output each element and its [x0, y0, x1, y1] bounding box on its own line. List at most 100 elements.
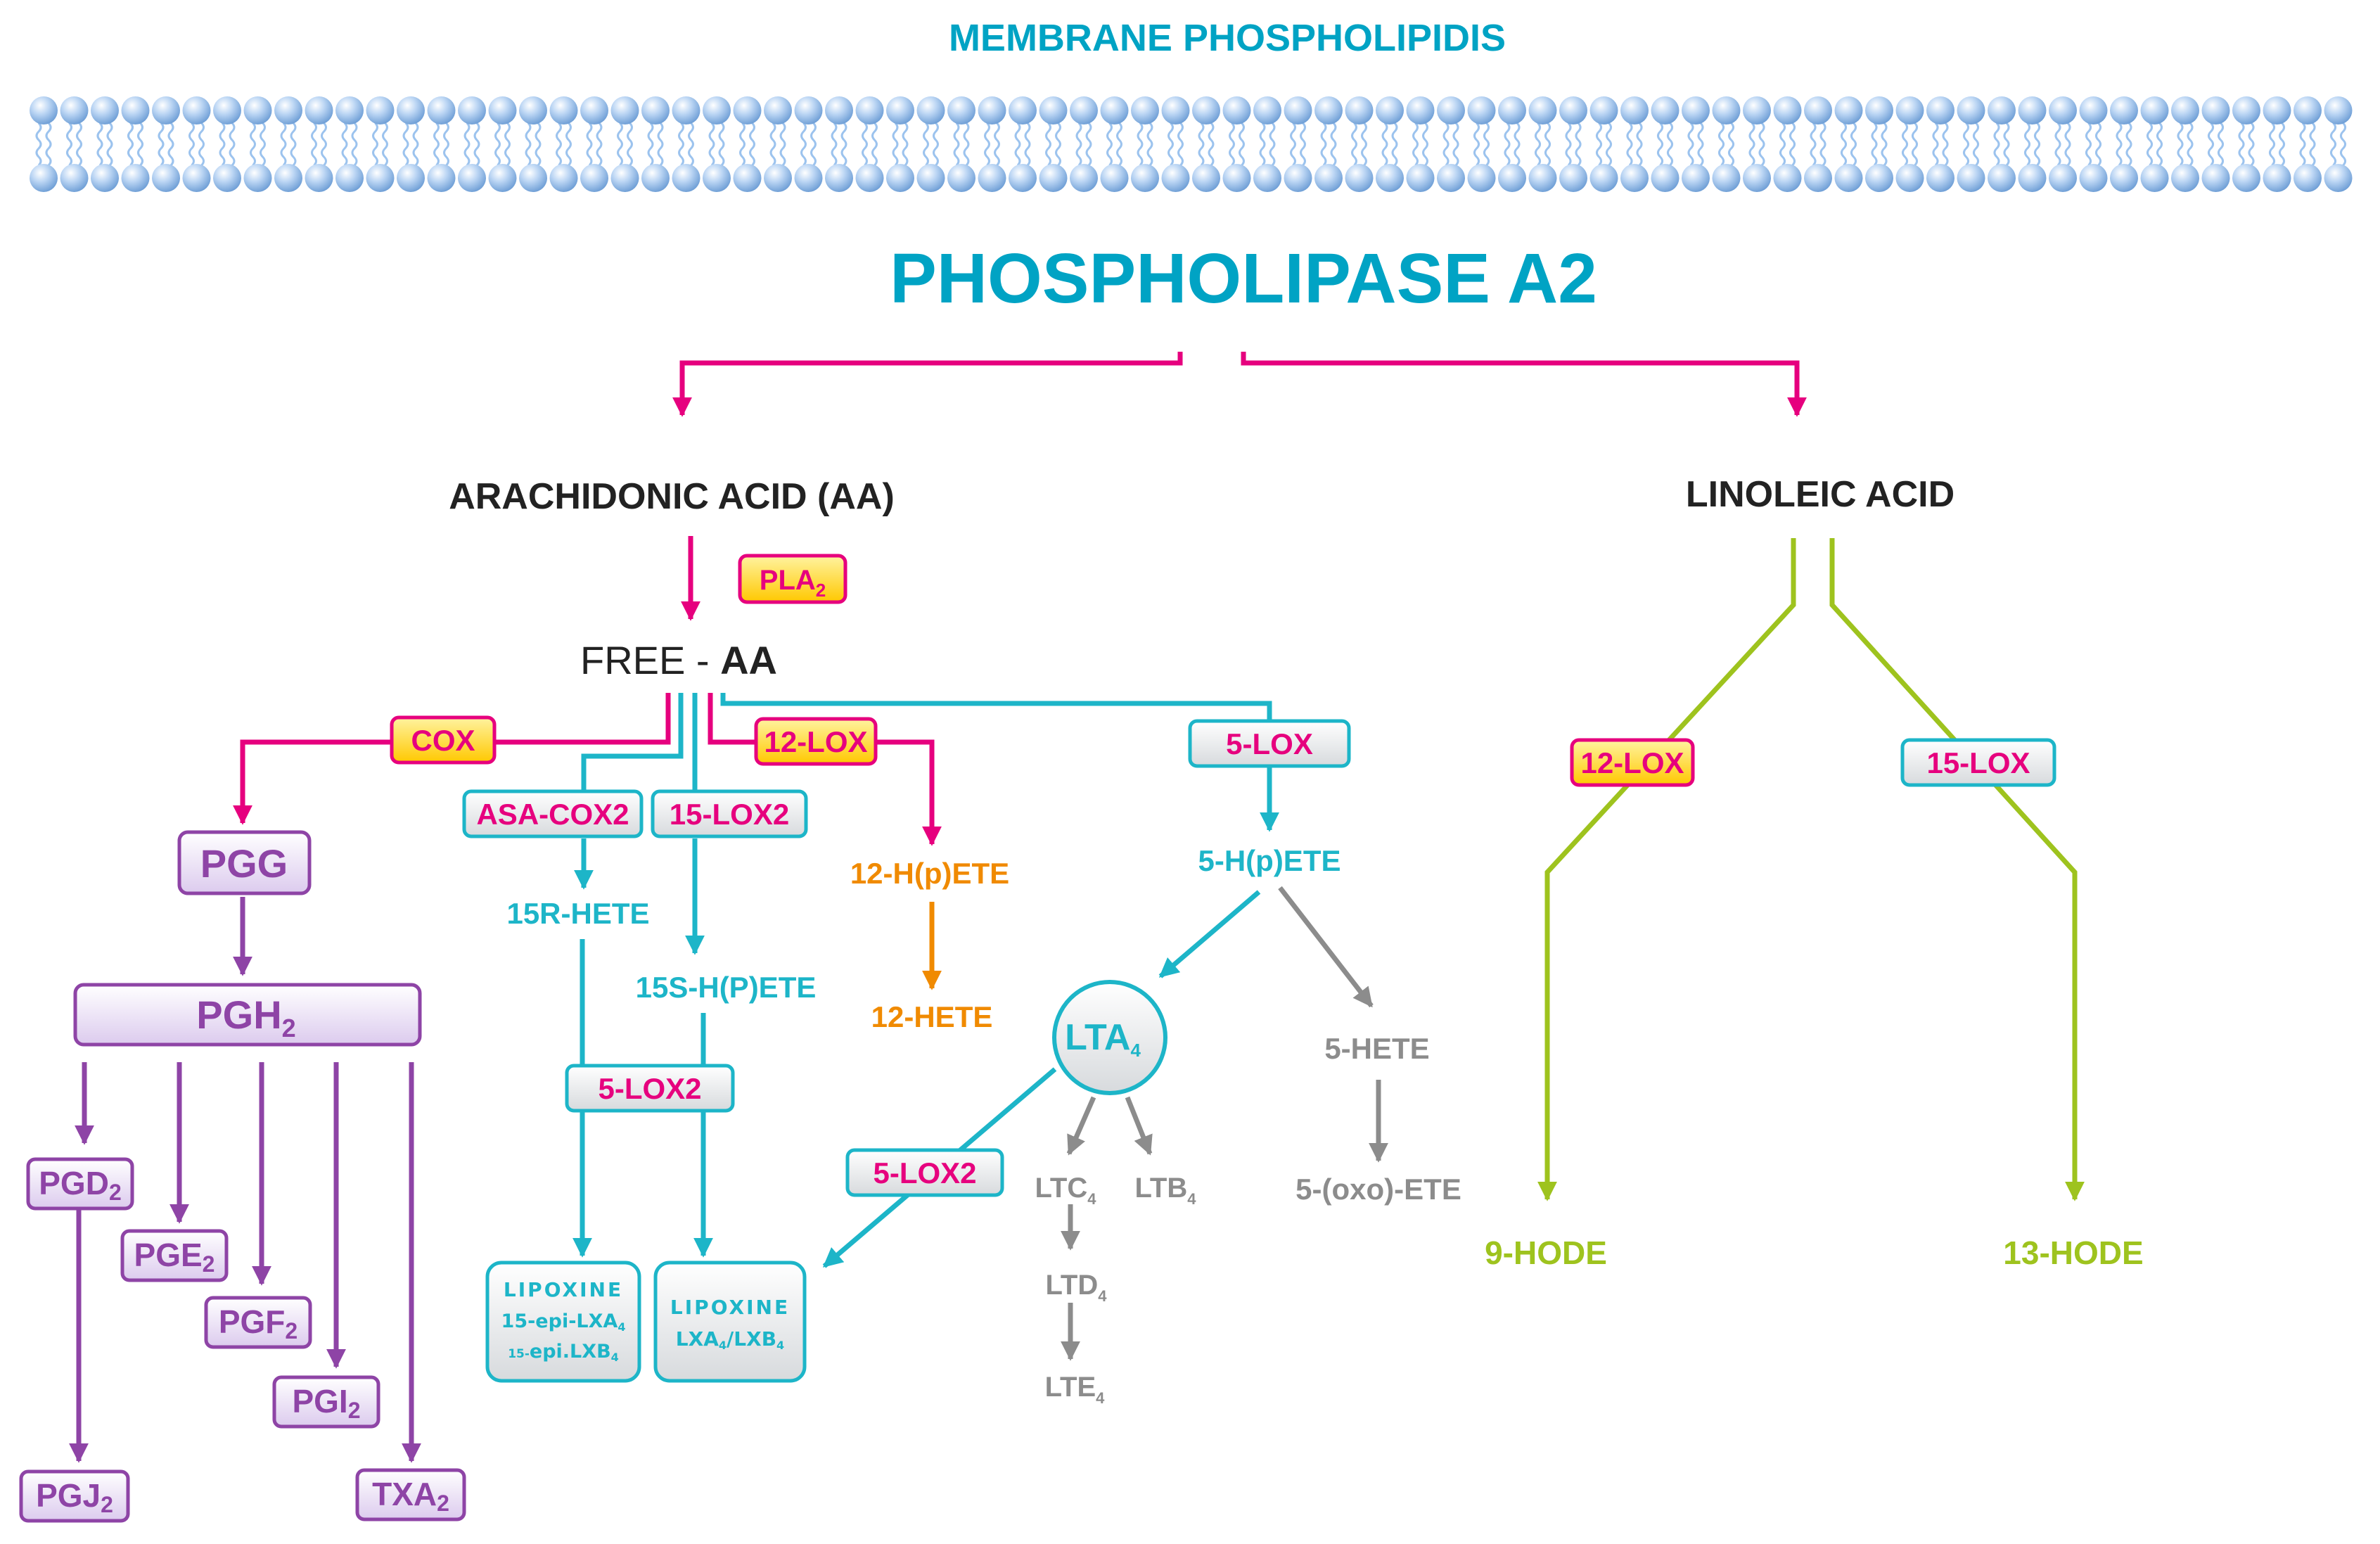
lipid-head-bead	[274, 164, 302, 192]
lox5-label: 5-LOX	[1226, 727, 1313, 760]
free-aa-label: FREE - AA	[580, 638, 777, 682]
lipid-head-bead	[427, 96, 456, 125]
lipid-head-bead	[243, 96, 272, 125]
hpete5-label: 5-H(p)ETE	[1198, 844, 1341, 877]
pgf2-box: PGF2	[204, 1296, 312, 1349]
lipid-head-bead	[2079, 164, 2108, 192]
lipid-head-bead	[1437, 96, 1465, 125]
pgi2-label: PGI	[292, 1383, 347, 1419]
lipid-head-bead	[2018, 96, 2047, 125]
lipid-head-bead	[580, 96, 608, 125]
lipid-head-bead	[886, 164, 914, 192]
lipid-head-bead	[243, 164, 272, 192]
pge2-label: PGE	[134, 1237, 203, 1273]
pgf2-label: PGF	[219, 1303, 286, 1340]
ltc4-label: LTC	[1035, 1173, 1087, 1204]
pge2-sub: 2	[203, 1251, 215, 1277]
arachidonic-acid-label: ARACHIDONIC ACID (AA)	[449, 476, 895, 517]
lipid-head-bead	[549, 164, 578, 192]
ltd4-label: LTD	[1045, 1270, 1098, 1301]
pgj2-sub: 2	[101, 1492, 113, 1517]
linoleic-acid-label: LINOLEIC ACID	[1686, 474, 1954, 515]
svg-text:PGF2: PGF2	[219, 1303, 298, 1344]
lipid-head-bead	[1528, 96, 1557, 125]
cox-label: COX	[411, 724, 475, 757]
linoleic-lox15-box: 15-LOX	[1900, 738, 2056, 787]
linoleic-lox12-box: 12-LOX	[1570, 738, 1695, 787]
lipid-head-bead	[610, 164, 639, 192]
lipid-head-bead	[978, 96, 1006, 125]
lipid-head-bead	[764, 96, 792, 125]
lipid-head-bead	[1589, 164, 1618, 192]
lipid-head-bead	[335, 96, 364, 125]
lipid-head-bead	[458, 96, 486, 125]
lipid-head-bead	[1406, 164, 1435, 192]
lipoxine-right-lxb: /LXB	[727, 1327, 776, 1351]
lipid-head-bead	[1743, 96, 1771, 125]
lipid-head-bead	[182, 96, 211, 125]
lipid-head-bead	[121, 164, 150, 192]
lipid-head-bead	[1376, 164, 1404, 192]
lipid-head-bead	[764, 164, 792, 192]
lipid-head-bead	[30, 96, 58, 125]
lipoxine-box-right: LIPOXINE LXA4/LXB4	[653, 1261, 807, 1383]
lipid-head-bead	[1039, 164, 1068, 192]
lipid-head-bead	[335, 164, 364, 192]
lipid-head-bead	[947, 164, 975, 192]
arrow-to-arachidonic	[672, 352, 1183, 417]
lipid-head-bead	[1926, 164, 1954, 192]
svg-text:LXA4/LXB4: LXA4/LXB4	[676, 1327, 784, 1352]
lipid-head-bead	[641, 96, 670, 125]
lipid-head-bead	[1070, 96, 1098, 125]
lipid-head-bead	[397, 164, 425, 192]
free-aa-bold: AA	[720, 638, 777, 682]
lipid-head-bead	[2110, 164, 2138, 192]
lipid-head-bead	[91, 96, 119, 125]
lipid-head-bead	[1498, 164, 1526, 192]
lipid-head-bead	[2293, 96, 2322, 125]
lox5-2-box-b: 5-LOX2	[845, 1148, 1004, 1197]
lipid-head-bead	[1682, 96, 1710, 125]
lipid-head-bead	[916, 96, 945, 125]
gray-branch-arrows	[1061, 886, 1388, 1361]
lipid-head-bead	[1773, 164, 1802, 192]
lox12-label: 12-LOX	[764, 725, 867, 758]
membrane-title: MEMBRANE PHOSPHOLIPIDIS	[949, 17, 1506, 59]
lipid-head-bead	[1009, 96, 1037, 125]
hete12-label: 12-HETE	[871, 1000, 993, 1033]
lipid-head-bead	[1437, 164, 1465, 192]
lipid-head-bead	[1253, 96, 1281, 125]
lipid-head-bead	[2140, 164, 2169, 192]
lipid-head-bead	[1100, 164, 1129, 192]
pgd2-box: PGD2	[26, 1157, 134, 1211]
free-aa-prefix: FREE -	[580, 638, 720, 682]
lipid-head-bead	[2232, 96, 2260, 125]
lipid-head-bead	[1865, 164, 1893, 192]
lipid-head-bead	[458, 164, 486, 192]
lipid-head-bead	[886, 96, 914, 125]
lipid-head-bead	[213, 164, 241, 192]
pgi2-sub: 2	[348, 1398, 361, 1423]
pgh2-sub: 2	[282, 1014, 296, 1042]
txa2-label: TXA	[372, 1476, 437, 1512]
svg-text:LTB4: LTB4	[1134, 1173, 1196, 1208]
lipid-head-bead	[2171, 164, 2199, 192]
lipid-head-bead	[1222, 96, 1251, 125]
lipoxine-right-sub1: 4	[719, 1339, 727, 1352]
oxo5-label: 5-(oxo)-ETE	[1295, 1173, 1461, 1206]
lipid-head-bead	[1926, 96, 1954, 125]
phospholipid-bilayer	[30, 96, 2353, 192]
lta4-sub: 4	[1130, 1040, 1141, 1061]
lox5-2-b-label: 5-LOX2	[873, 1156, 976, 1189]
lox15-2-enzyme-box: 15-LOX2	[651, 789, 808, 838]
lipid-head-bead	[1988, 164, 2016, 192]
lipid-head-bead	[1620, 96, 1649, 125]
lipoxine-left-line1: 15-epi-LXA	[501, 1310, 618, 1332]
lipid-head-bead	[121, 96, 150, 125]
lipoxine-right-lxa: LXA	[676, 1327, 719, 1351]
lipid-head-bead	[152, 96, 180, 125]
pla2-label: PLA	[760, 565, 816, 596]
lipid-head-bead	[2049, 164, 2077, 192]
phospholipase-a2-title: PHOSPHOLIPASE A2	[890, 239, 1597, 318]
lipid-head-bead	[2018, 164, 2047, 192]
